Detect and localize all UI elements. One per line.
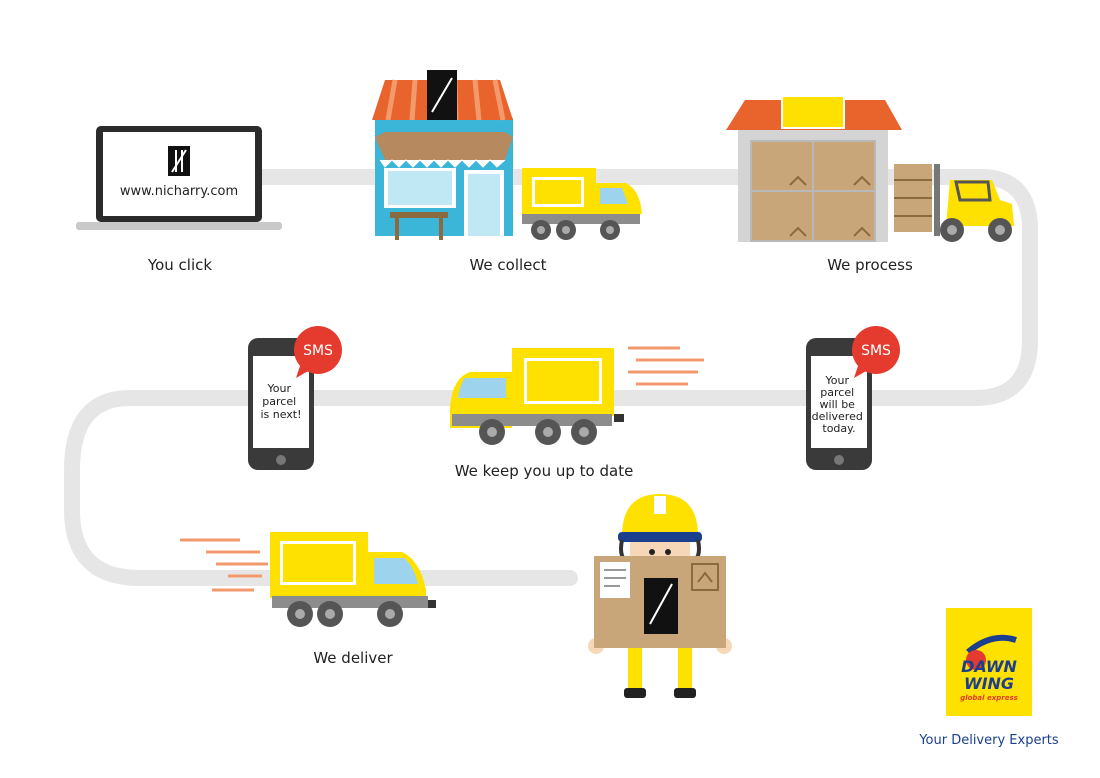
svg-text:Your parcel will b: Your parcel will be delivered today. xyxy=(812,374,867,435)
step-label-process: We process xyxy=(827,256,913,274)
sms-right-line-5: today. xyxy=(822,422,855,435)
step-label-update: We keep you up to date xyxy=(454,462,634,480)
parcel-icon xyxy=(594,556,726,648)
forklift-icon xyxy=(894,164,1014,242)
svg-text:Your parcel is nex: Your parcel is next! xyxy=(260,382,301,421)
sms-bubble-icon-left: SMS xyxy=(294,326,342,378)
warehouse-icon xyxy=(726,95,902,242)
phone-icon-right: Your parcel will be delivered today. xyxy=(806,338,872,470)
truck-icon-update xyxy=(450,346,704,445)
logo-name-line2: WING xyxy=(964,674,1014,693)
logo-name-line1: DAWN xyxy=(961,657,1017,676)
laptop-url: www.nicharry.com xyxy=(120,184,238,199)
courier-icon xyxy=(588,494,732,698)
sms-right-line-3: will be xyxy=(820,398,856,411)
truck-icon-deliver xyxy=(180,532,436,627)
sms-right-badge: SMS xyxy=(861,343,891,359)
logo: DAWN WING global express xyxy=(946,608,1032,716)
step-label-collect: We collect xyxy=(469,256,547,274)
sms-left-line-2: parcel xyxy=(262,395,296,408)
sms-left-line-3: is next! xyxy=(260,408,301,421)
sms-right-line-4: delivered xyxy=(812,410,863,423)
shop-icon xyxy=(372,70,513,240)
brand-tagline: Your Delivery Experts xyxy=(919,733,1059,748)
step-label-click: You click xyxy=(147,256,213,274)
step-label-deliver: We deliver xyxy=(313,649,393,667)
laptop-icon: www.nicharry.com xyxy=(76,126,282,230)
logo-sub: global express xyxy=(960,694,1018,702)
road-path xyxy=(64,169,1038,586)
sms-left-line-1: Your xyxy=(267,382,292,395)
sms-right-line-2: parcel xyxy=(820,386,854,399)
sms-right-line-1: Your xyxy=(825,374,850,387)
van-icon xyxy=(522,168,642,240)
sms-left-badge: SMS xyxy=(303,343,333,359)
sms-bubble-icon-right: SMS xyxy=(852,326,900,378)
